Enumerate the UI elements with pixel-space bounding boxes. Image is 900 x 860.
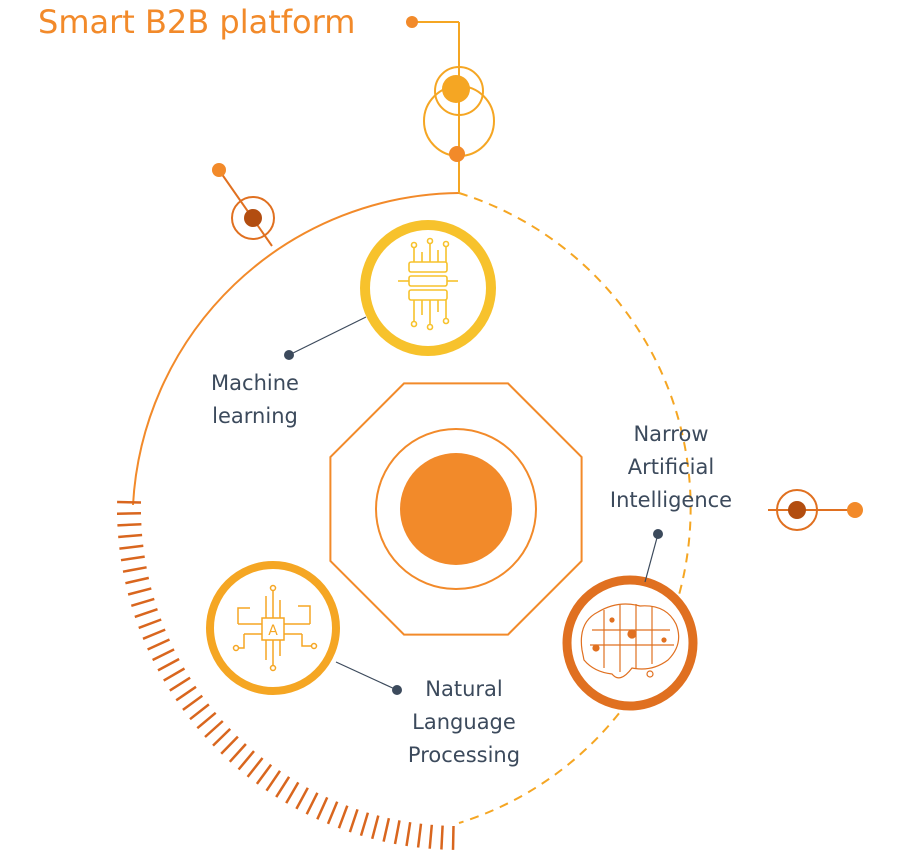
hatch-mark [305, 792, 319, 815]
label-line: Natural [425, 677, 503, 701]
hatch-mark [359, 812, 370, 837]
label-line: Language [412, 710, 516, 734]
hatch-mark [117, 500, 142, 504]
hatch-mark [120, 555, 145, 562]
label-line: Artificial [627, 455, 715, 479]
label-narrow-ai: Narrow Artificial Intelligence [596, 418, 746, 517]
hatch-mark [370, 815, 380, 840]
hatch-mark [138, 618, 162, 630]
hatch-mark [196, 711, 217, 730]
hatch-mark [337, 805, 349, 829]
hatch-mark [125, 576, 150, 585]
label-line: Intelligence [609, 488, 733, 512]
hatch-mark [393, 820, 401, 845]
hatch-mark [147, 638, 171, 651]
hatch-mark [228, 743, 247, 763]
hatch-mark [182, 694, 204, 711]
hatch-mark [416, 823, 423, 848]
label-machine-learning: Machine learning [196, 367, 314, 433]
hatch-mark [117, 522, 142, 527]
chip-letter: A [268, 623, 278, 639]
outer-ring-solid-arc [132, 192, 460, 506]
label-line: learning [212, 404, 298, 428]
machine-learning-node [284, 220, 496, 360]
hatch-mark [316, 796, 329, 820]
hatch-mark [451, 825, 455, 850]
hatch-mark [163, 667, 186, 682]
top-left-connector [212, 163, 275, 247]
language-chip-icon [232, 584, 318, 672]
hatch-mark [130, 597, 155, 607]
label-line: Narrow [633, 422, 709, 446]
hatch-mark [237, 750, 255, 771]
hatch-mark [152, 648, 175, 662]
hatch-mark [382, 817, 391, 842]
hatch-mark [175, 685, 197, 702]
outer-ring-dashed-arc [458, 192, 692, 824]
hatch-mark [122, 566, 147, 573]
hatch-mark [189, 703, 210, 721]
diagram-title: Smart B2B platform [38, 3, 356, 41]
hatch-mark [428, 824, 434, 849]
narrow-ai-node [562, 529, 698, 711]
hatch-mark [134, 608, 158, 619]
hatch-mark [142, 628, 166, 640]
core-octagon [329, 382, 583, 636]
hatch-mark [265, 770, 282, 792]
hatch-mark [285, 781, 300, 804]
hatch-mark [405, 822, 412, 847]
brain-network-icon [580, 603, 680, 679]
hatch-mark [127, 587, 152, 596]
nlp-node: A [206, 561, 402, 695]
hatch-mark [169, 676, 191, 692]
right-connector [768, 489, 863, 531]
hatch-mark [255, 763, 273, 785]
hatch-mark [275, 776, 291, 798]
label-line: Machine [211, 371, 299, 395]
hatched-band [116, 500, 455, 850]
hatch-mark [118, 533, 143, 539]
hatch-mark [119, 544, 144, 550]
top-connector [406, 16, 495, 193]
hatch-mark [220, 735, 239, 755]
label-line: Processing [407, 743, 521, 767]
hatch-mark [157, 657, 180, 672]
label-nlp: Natural Language Processing [394, 673, 534, 772]
hatch-mark [204, 720, 224, 738]
hatch-mark [212, 728, 232, 747]
hatch-mark [440, 825, 444, 850]
circuit-chip-icon [398, 237, 458, 331]
hatch-mark [295, 787, 309, 810]
hatch-mark [348, 809, 359, 833]
hatch-mark [326, 801, 339, 825]
hatch-mark [246, 757, 264, 778]
